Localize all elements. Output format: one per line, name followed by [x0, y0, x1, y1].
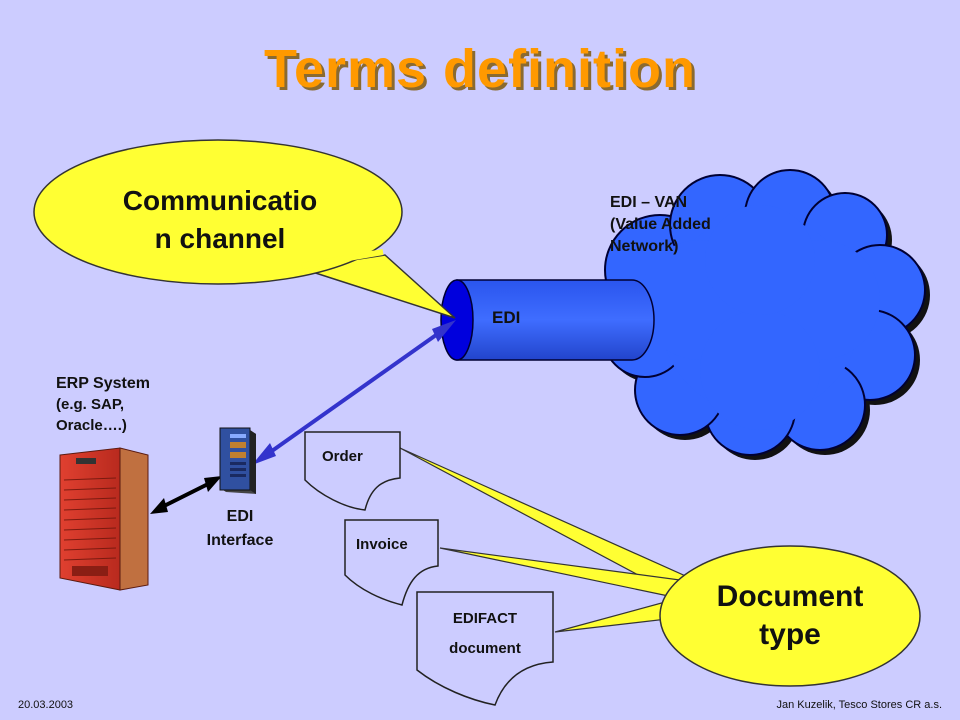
- invoice-document-label: Invoice: [356, 536, 408, 553]
- erp-system-label: ERP System (e.g. SAP, Oracle….): [56, 373, 150, 436]
- edi-interface-label: EDI Interface: [190, 505, 290, 553]
- edi-van-line1: EDI – VAN: [610, 194, 688, 211]
- invoice-document-shape: [344, 519, 439, 606]
- edi-connection-arrow: [252, 320, 456, 465]
- edi-interface-line1: EDI: [226, 508, 254, 525]
- document-type-line1: Document: [716, 580, 864, 613]
- document-type-line2: type: [759, 618, 821, 651]
- edi-pipe-label: EDI: [492, 308, 521, 327]
- erp-line3: Oracle….): [56, 417, 127, 434]
- document-type-callout: [659, 545, 921, 687]
- edi-van-line2: (Value Added: [610, 216, 711, 233]
- edi-interface-icon: [219, 427, 256, 494]
- document-type-pointers: [399, 447, 692, 633]
- communication-channel-line1: Communicatio: [122, 185, 318, 216]
- edifact-document-shape: [416, 591, 554, 706]
- edifact-line2: document: [449, 640, 521, 657]
- erp-line2: (e.g. SAP,: [56, 396, 125, 413]
- edi-van-line3: Network): [610, 238, 679, 255]
- document-type-label: Document type: [680, 578, 900, 654]
- footer-author: Jan Kuzelik, Tesco Stores CR a.s.: [776, 699, 942, 711]
- communication-channel-callout: [33, 139, 456, 319]
- edi-interface-line2: Interface: [206, 532, 274, 549]
- order-document-shape: [304, 431, 401, 511]
- edi-pipe: [440, 279, 655, 361]
- erp-server-icon: [59, 447, 149, 591]
- order-document-label: Order: [322, 448, 363, 465]
- footer-date: 20.03.2003: [18, 699, 74, 711]
- edifact-document-label: EDIFACT document: [417, 604, 553, 664]
- erp-line1: ERP System: [56, 375, 150, 392]
- slide-title: Terms definition: [263, 39, 697, 99]
- edifact-line1: EDIFACT: [452, 610, 518, 627]
- communication-channel-line2: n channel: [154, 223, 286, 254]
- edi-van-label: EDI – VAN (Value Added Network): [610, 192, 711, 258]
- communication-channel-label: Communicatio n channel: [60, 182, 380, 258]
- erp-interface-arrow: [150, 476, 222, 514]
